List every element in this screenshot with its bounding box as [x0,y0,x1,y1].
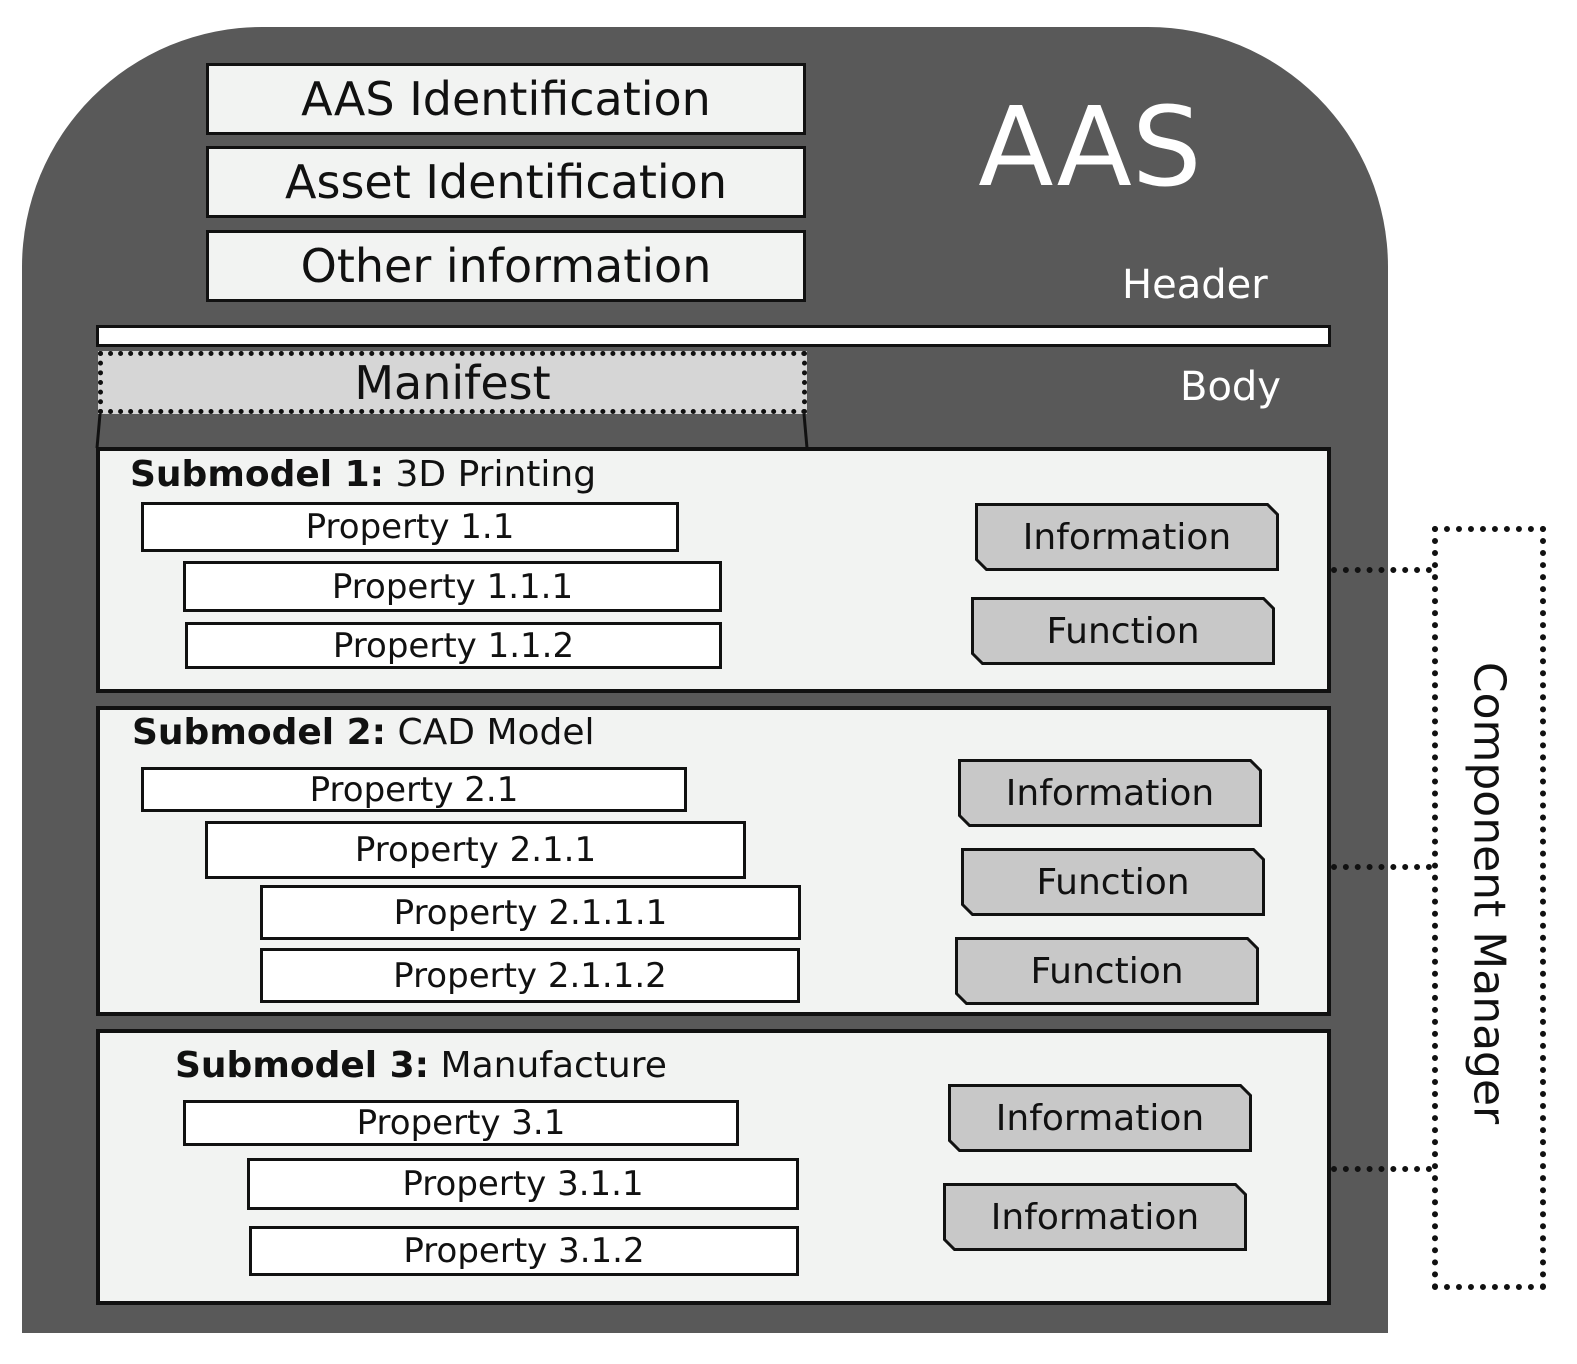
information-element: Information [975,503,1279,571]
property-box: Property 2.1.1.2 [260,948,800,1003]
other-information-label: Other information [300,239,712,293]
element-tag-shape [943,1183,1247,1251]
property-label: Property 2.1 [309,769,519,810]
element-label: Function [1046,610,1200,652]
property-box: Property 3.1.1 [247,1158,799,1210]
other-information-box: Other information [206,230,806,302]
property-box: Property 2.1.1.1 [260,885,801,940]
property-label: Property 1.1 [305,507,515,547]
submodel-3-connector [1331,1166,1432,1172]
submodel-3-title-bold: Submodel 3: [175,1045,430,1086]
property-box: Property 2.1 [141,767,687,812]
information-element: Information [958,759,1262,827]
component-manager-label: Component Manager [1463,661,1515,1125]
property-label: Property 2.1.1.1 [393,892,668,933]
property-label: Property 2.1.1 [354,830,597,870]
header-label: Header [1122,262,1268,308]
aas-identification-label: AAS Identification [301,72,711,126]
function-element: Function [955,937,1259,1005]
information-element: Information [948,1084,1252,1152]
element-tag-shape [971,597,1275,665]
property-label: Property 3.1 [356,1103,566,1143]
property-label: Property 3.1.1 [402,1164,644,1204]
body-label: Body [1180,364,1281,410]
element-label: Information [1005,772,1215,814]
header-body-divider [96,325,1331,347]
submodel-2-title: Submodel 2: CAD Model [132,711,595,755]
element-label: Information [995,1097,1205,1139]
element-tag-shape [961,848,1265,916]
function-element: Function [961,848,1265,916]
asset-identification-box: Asset Identification [206,146,806,218]
submodel-2-title-name: CAD Model [386,712,595,753]
submodel-1-title-bold: Submodel 1: [130,454,385,495]
property-label: Property 2.1.1.2 [393,955,667,996]
property-label: Property 1.1.1 [331,566,574,607]
function-element: Function [971,597,1275,665]
component-manager-box [1432,526,1546,1290]
submodel-1-connector [1331,567,1432,573]
submodel-2-connector [1331,864,1432,870]
element-label: Information [1022,516,1232,558]
manifest-label: Manifest [354,355,551,410]
element-tag-shape [975,503,1279,571]
submodel-2-title-bold: Submodel 2: [132,712,387,753]
element-label: Function [1030,950,1184,992]
property-label: Property 1.1.2 [332,625,575,666]
element-label: Information [990,1196,1200,1238]
asset-identification-label: Asset Identification [285,155,727,209]
submodel-1-title-name: 3D Printing [384,454,597,495]
submodel-1-title: Submodel 1: 3D Printing [130,453,596,497]
element-tag-shape [958,759,1262,827]
element-label: Function [1036,861,1190,903]
property-box: Property 3.1.2 [249,1226,799,1276]
element-tag-shape [955,937,1259,1005]
submodel-3-title: Submodel 3: Manufacture [175,1044,667,1088]
submodel-3-title-name: Manufacture [429,1045,667,1086]
element-tag-shape [948,1084,1252,1152]
aas-title: AAS [978,83,1202,211]
property-box: Property 1.1.2 [185,622,722,669]
property-box: Property 3.1 [183,1100,739,1146]
manifest-box: Manifest [98,351,807,414]
property-box: Property 1.1 [141,502,679,552]
property-label: Property 3.1.2 [403,1231,645,1271]
property-box: Property 2.1.1 [205,821,746,879]
property-box: Property 1.1.1 [183,561,722,612]
aas-identification-box: AAS Identification [206,63,806,135]
information-element: Information [943,1183,1247,1251]
